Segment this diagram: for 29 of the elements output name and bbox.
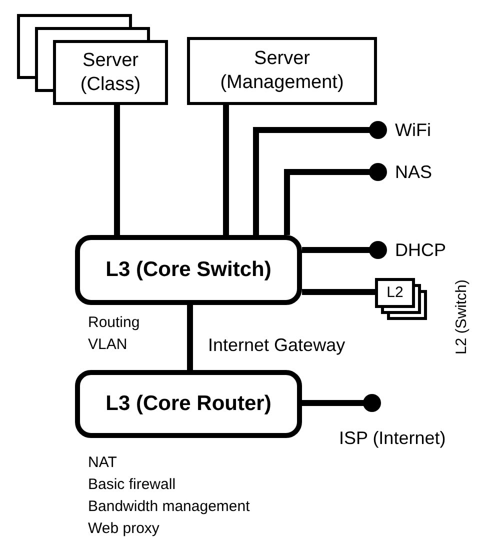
node-label: DHCP [395,238,446,262]
feature-text: Web proxy [88,519,160,538]
switch-caption: L2 (Switch) [452,279,471,355]
switch-box [375,278,415,308]
connector-line [223,105,229,235]
server-box [187,37,377,105]
node-label: NAS [395,160,432,184]
connector-line [187,305,193,370]
connector-line [114,105,120,235]
server-box [53,40,168,105]
node-label: WiFi [395,118,431,142]
device-box [75,370,302,438]
node-label: L2 [386,282,404,303]
node-label: L3 (Core Switch) [106,257,272,284]
connector-line [302,289,375,295]
node-label: ISP (Internet) [339,426,446,450]
feature-text: Routing [88,313,140,333]
connector-line [302,241,387,259]
connector-line [284,163,387,235]
feature-text: VLAN [88,335,128,355]
connector-line [302,394,381,412]
device-box [75,235,302,305]
feature-text: Basic firewall [88,475,177,495]
feature-text: Bandwidth management [88,497,250,517]
node-label: Server (Management) [219,47,345,95]
node-label: Server (Class) [79,48,142,96]
feature-text: NAT [88,453,118,473]
connector-line [253,121,387,235]
node-label: L3 (Core Router) [106,391,272,418]
